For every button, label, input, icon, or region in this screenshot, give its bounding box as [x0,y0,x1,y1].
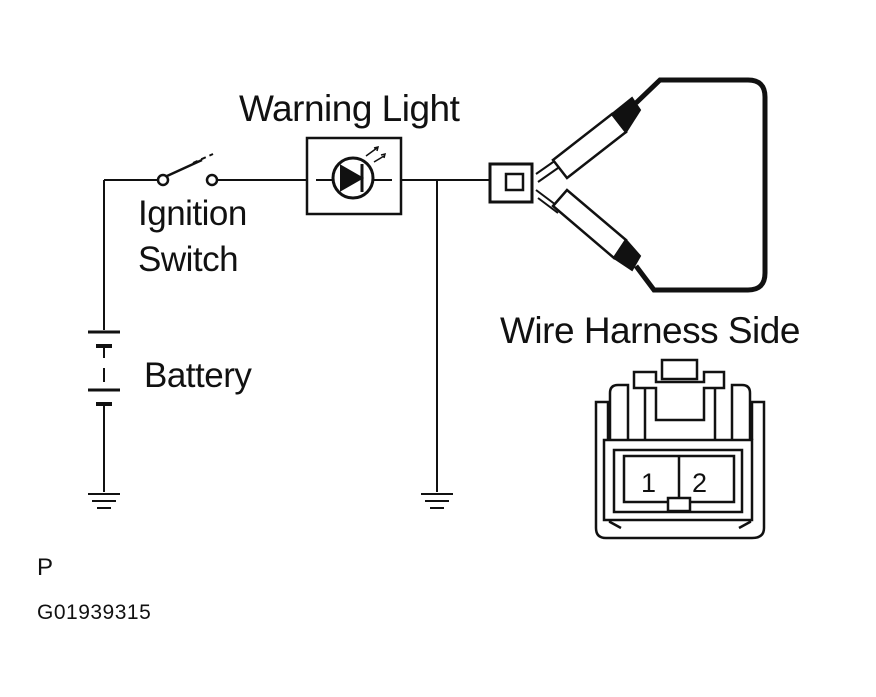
ground-symbol-left [88,493,120,509]
harness-connector-face [594,358,766,540]
pin-1-label: 1 [641,468,657,498]
warning-light-box [305,136,403,216]
connector-small [488,162,534,204]
ground-symbol-center [421,493,453,509]
ignition-switch-label-line2: Switch [138,240,239,279]
ignition-switch-label-line1: Ignition [138,194,247,233]
pin-2-label: 2 [692,468,708,498]
figure-code: G01939315 [37,601,152,624]
jumper-wire [535,77,768,293]
battery-symbol [88,330,120,492]
warning-light-label: Warning Light [239,88,460,129]
ignition-switch-symbol [156,153,219,187]
battery-label: Battery [144,356,252,395]
corner-letter: P [37,554,54,581]
wire-harness-side-label: Wire Harness Side [500,310,800,351]
